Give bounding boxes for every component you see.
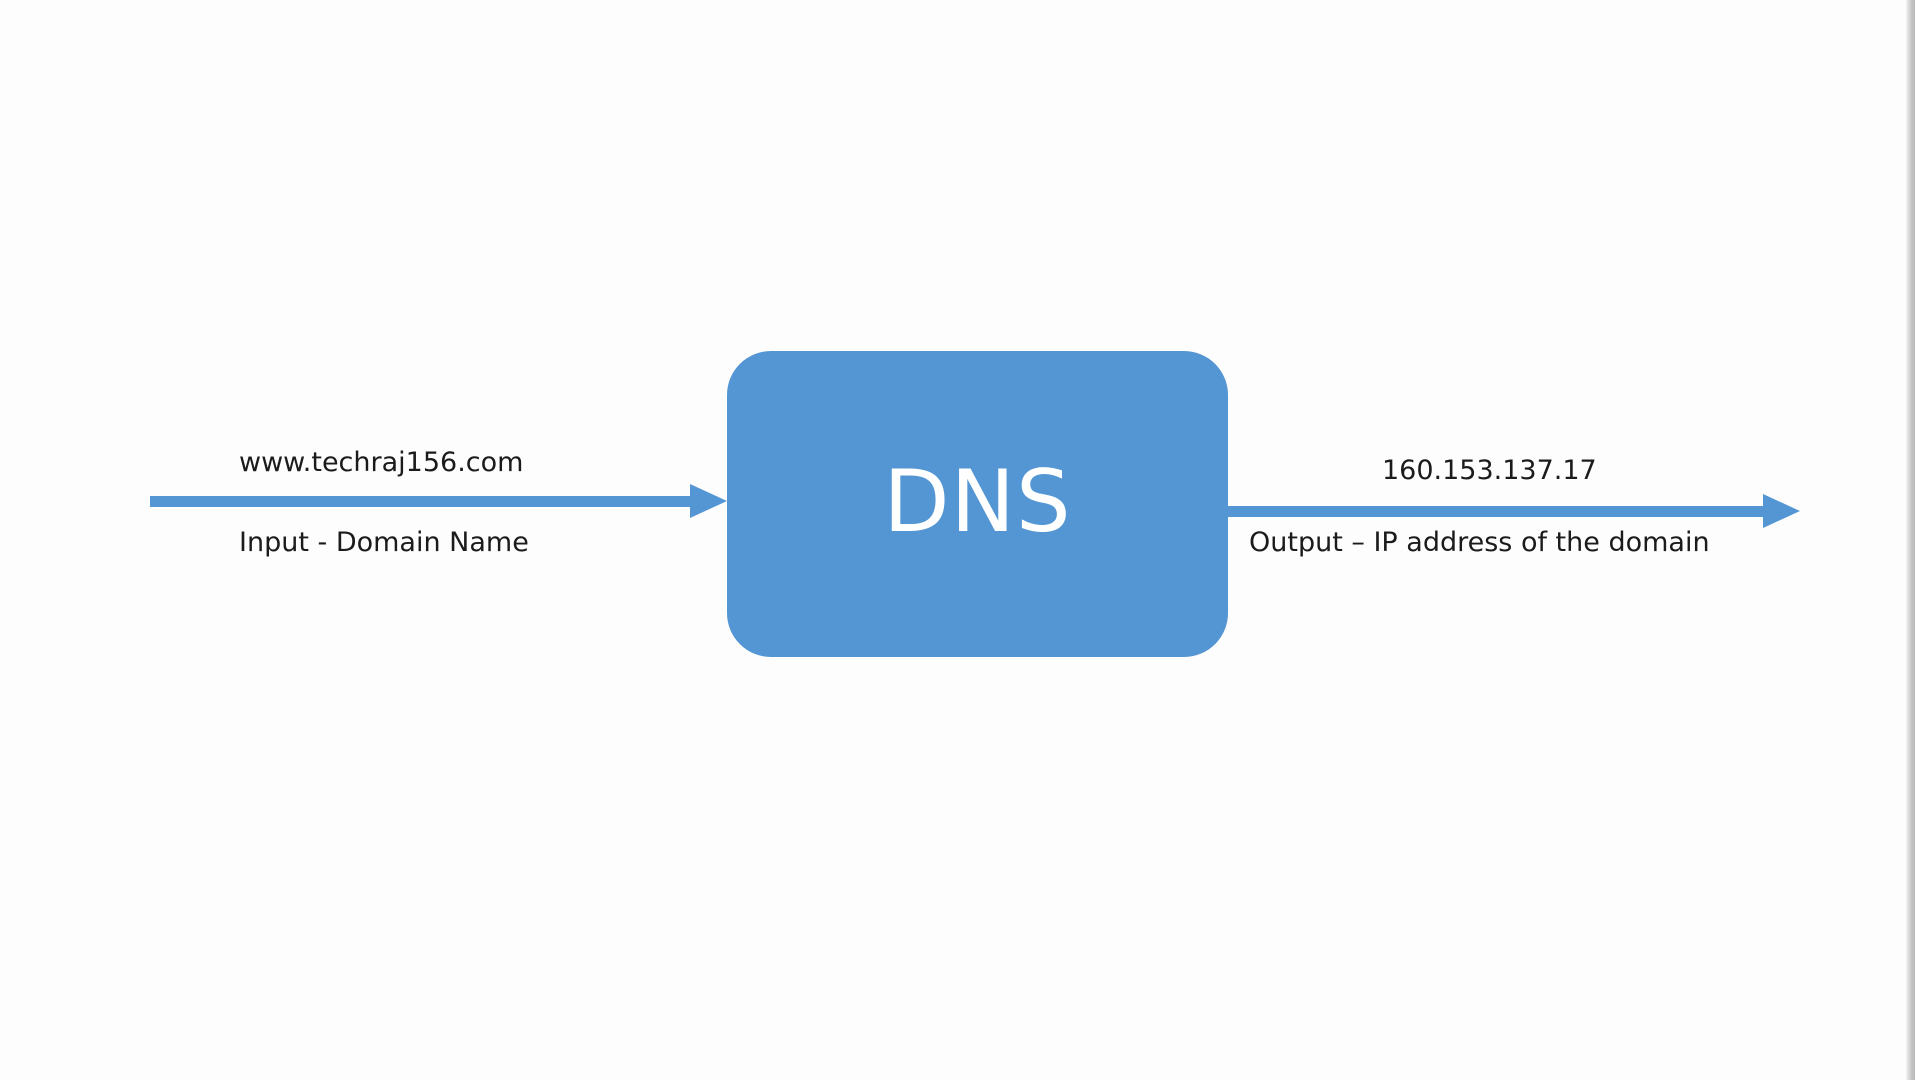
input-arrow-shape: [150, 484, 727, 518]
output-caption: Output – IP address of the domain: [1249, 527, 1710, 558]
output-arrow-head: [1763, 494, 1800, 528]
input-arrow-shaft: [150, 496, 692, 507]
dns-node: DNS: [727, 351, 1228, 657]
output-arrow-shape: [1228, 494, 1800, 528]
input-arrow-head: [690, 484, 727, 518]
output-ip-value: 160.153.137.17: [1382, 455, 1597, 486]
right-edge-border: [1906, 0, 1915, 1080]
output-arrow-shaft: [1228, 506, 1765, 517]
input-caption: Input - Domain Name: [239, 527, 529, 558]
dns-node-label: DNS: [883, 452, 1072, 552]
input-domain-value: www.techraj156.com: [239, 447, 524, 478]
